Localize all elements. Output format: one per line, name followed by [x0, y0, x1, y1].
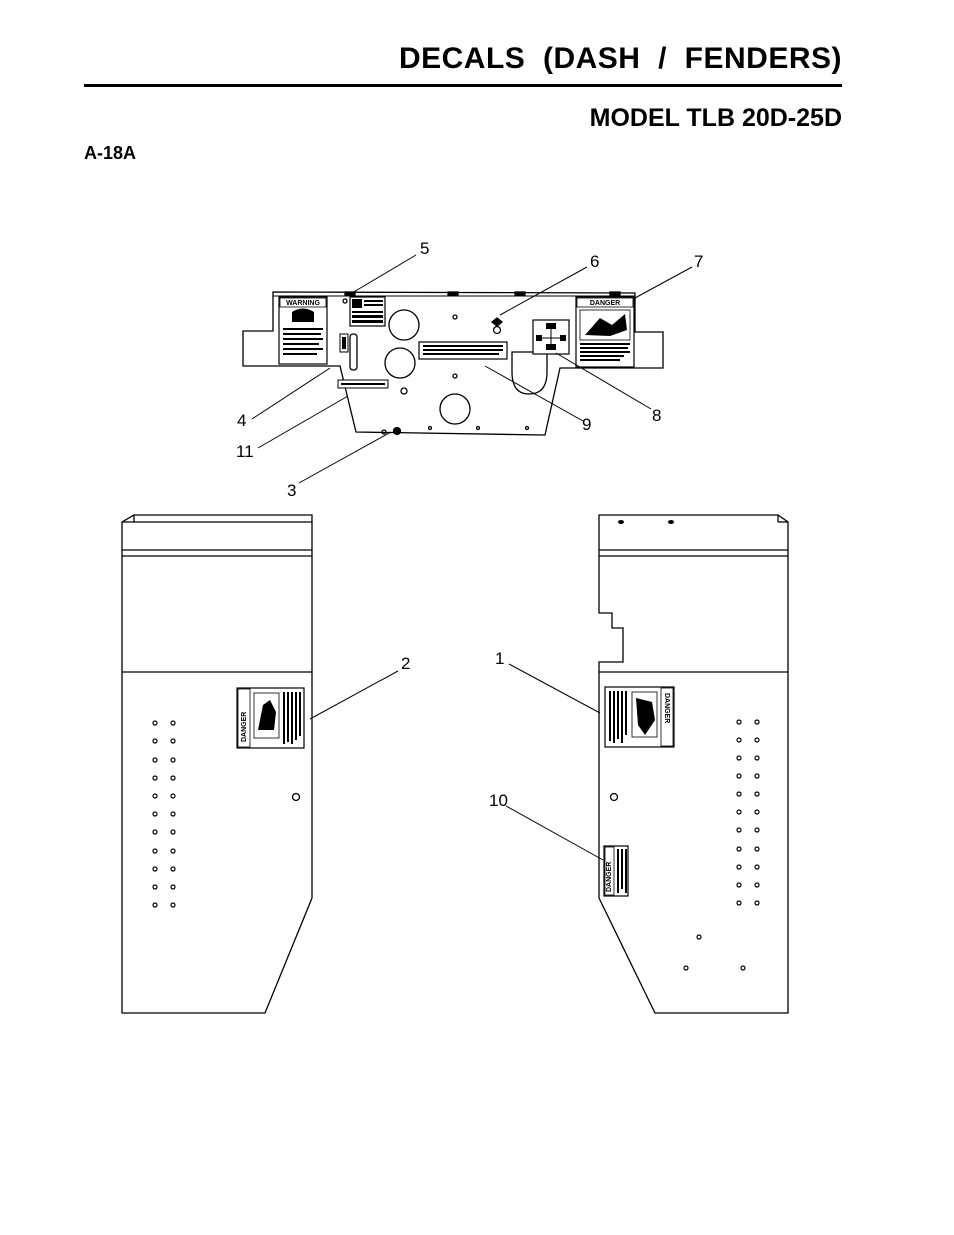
danger-decal-10-label: DANGER: [606, 862, 613, 892]
leader-lines: [251, 254, 693, 861]
callout-4: 4: [237, 411, 246, 430]
callout-2: 2: [401, 654, 410, 673]
decal-danger-2: DANGER: [236, 687, 305, 749]
decal-9: [418, 341, 508, 360]
right-fender: [598, 514, 789, 1014]
decal-11: [337, 379, 389, 389]
callout-5: 5: [420, 239, 429, 258]
decal-danger-7: DANGER: [575, 296, 635, 368]
right-fender-slots: [618, 520, 674, 524]
decal-danger-10: DANGER: [603, 845, 629, 897]
page-title: DECALS (DASH / FENDERS): [398, 42, 842, 75]
decal-danger-1: DANGER: [604, 686, 675, 748]
danger-decal-1-label: DANGER: [663, 693, 670, 723]
title-rule: [84, 84, 842, 87]
callout-10: 10: [489, 791, 508, 810]
left-fender: [121, 514, 313, 1014]
decal-8: [532, 319, 570, 355]
callout-1: 1: [495, 649, 504, 668]
left-fender-holes: [152, 720, 176, 908]
model-label: MODEL TLB 20D-25D: [589, 104, 842, 132]
callout-7: 7: [694, 252, 703, 271]
callout-9: 9: [582, 415, 591, 434]
callout-6: 6: [590, 252, 599, 271]
decal-warning-4: WARNING: [278, 296, 328, 365]
figure-id: A-18A: [84, 143, 137, 163]
danger-decal-7-label: DANGER: [590, 300, 620, 307]
right-fender-holes: [683, 719, 760, 971]
danger-decal-2-label: DANGER: [241, 712, 248, 742]
warning-decal-label: WARNING: [286, 300, 320, 307]
decal-slot-strip: [339, 333, 349, 353]
callout-3: 3: [287, 481, 296, 500]
decal-warning-5: [349, 296, 386, 327]
callout-8: 8: [652, 406, 661, 425]
callout-labels: 5 6 7 4 11 3 8 9 2 1 10: [236, 239, 703, 810]
callout-11: 11: [236, 442, 254, 461]
